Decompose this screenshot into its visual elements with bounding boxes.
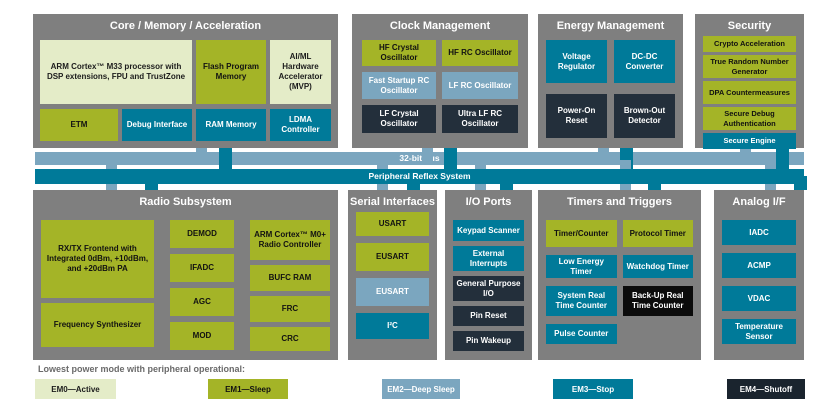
bus-connector [196,148,207,165]
section-energy-management: Energy Management Voltage Regulator DC-D… [538,14,683,148]
section-title-radio: Radio Subsystem [139,196,232,208]
block-pin-wakeup: Pin Wakeup [453,331,524,352]
legend-em0-active: EM0—Active [35,379,116,399]
section-title-security: Security [727,20,772,32]
timers-col-2: Protocol Timer Watchdog Timer Back-Up Re… [622,220,693,344]
legend-em4-shutoff: EM4—Shutoff [727,379,805,399]
section-clock-management: Clock Management HF Crystal Oscillator H… [352,14,528,148]
timers-columns: Timer/Counter Low Energy Timer System Re… [538,220,701,345]
section-title-timers: Timers and Triggers [567,196,672,208]
block-dpa-countermeasures: DPA Countermeasures [703,81,796,105]
block-secure-debug-authentication: Secure Debug Authentication [703,107,796,131]
block-arm-cortex-m33: ARM Cortex™ M33 processor with DSP exten… [40,40,192,105]
block-voltage-regulator: Voltage Regulator [546,40,607,84]
section-security: Security Crypto Acceleration True Random… [695,14,804,150]
block-low-energy-timer: Low Energy Timer [546,255,617,279]
section-core-memory-acceleration: Core / Memory / Acceleration ARM Cortex™… [33,14,338,148]
block-acmp: ACMP [722,253,796,279]
bus-connector [598,148,609,165]
energy-grid: Voltage Regulator DC-DC Converter Power-… [538,40,683,139]
legend-em3-stop: EM3—Stop [553,379,633,399]
legend-em1-sleep: EM1—Sleep [208,379,288,399]
block-system-real-time-counter: System Real Time Counter [546,286,617,317]
block-debug-interface: Debug Interface [122,109,192,142]
serial-stack: USART EUSART EUSART I²C [348,212,437,340]
bus-32bit-label: 32-bit bus [399,153,440,163]
block-lf-crystal-oscillator: LF Crystal Oscillator [362,105,436,134]
block-ifadc: IFADC [170,254,234,283]
block-hf-crystal-oscillator: HF Crystal Oscillator [362,40,436,67]
block-true-random-number-generator: True Random Number Generator [703,55,796,79]
security-stack: Crypto Acceleration True Random Number G… [695,36,804,150]
section-title-energy: Energy Management [556,20,665,32]
block-fast-startup-rc-oscillator: Fast Startup RC Oscillator [362,72,436,100]
block-crypto-acceleration: Crypto Acceleration [703,36,796,53]
clock-grid: HF Crystal Oscillator HF RC Oscillator F… [352,40,528,134]
block-secure-engine: Secure Engine [703,133,796,150]
radio-col-1: RX/TX Frontend with Integrated 0dBm, +10… [41,220,154,351]
timers-col-1: Timer/Counter Low Energy Timer System Re… [546,220,617,345]
block-temperature-sensor: Temperature Sensor [722,319,796,345]
block-power-on-reset: Power-On Reset [546,94,607,139]
block-lf-rc-oscillator: LF RC Oscillator [442,72,518,100]
legend-caption: Lowest power mode with peripheral operat… [38,364,246,374]
block-keypad-scanner: Keypad Scanner [453,220,524,242]
bus-connector [740,148,751,165]
block-pin-reset: Pin Reset [453,306,524,327]
section-radio-subsystem: Radio Subsystem RX/TX Frontend with Inte… [33,190,338,360]
bus-peripheral-reflex-system: Peripheral Reflex System [35,169,804,184]
block-general-purpose-io: General Purpose I/O [453,276,524,302]
block-crc: CRC [250,327,330,352]
legend-em2-deep-sleep: EM2—Deep Sleep [382,379,460,399]
block-frequency-synthesizer: Frequency Synthesizer [41,303,154,348]
section-title-clock: Clock Management [389,20,491,32]
block-external-interrupts: External Interrupts [453,246,524,272]
section-title-core: Core / Memory / Acceleration [109,20,262,32]
block-iadc: IADC [722,220,796,246]
block-timer-counter: Timer/Counter [546,220,617,248]
section-analog-if: Analog I/F IADC ACMP VDAC Temperature Se… [714,190,804,360]
radio-col-3: ARM Cortex™ M0+ Radio Controller BUFC RA… [250,220,330,352]
block-usart: USART [356,212,429,237]
section-title-analog: Analog I/F [732,196,786,208]
io-stack: Keypad Scanner External Interrupts Gener… [445,220,532,352]
block-backup-real-time-counter: Back-Up Real Time Counter [622,286,693,317]
block-vdac: VDAC [722,286,796,312]
block-agc: AGC [170,288,234,317]
block-etm: ETM [40,109,118,142]
block-flash-program-memory: Flash Program Memory [196,40,266,105]
section-io-ports: I/O Ports Keypad Scanner External Interr… [445,190,532,360]
block-arm-cortex-m0-radio-controller: ARM Cortex™ M0+ Radio Controller [250,220,330,261]
core-row-1: ARM Cortex™ M33 processor with DSP exten… [33,40,338,105]
bus-32bit: 32-bit bus [35,152,804,165]
block-rxtx-frontend: RX/TX Frontend with Integrated 0dBm, +10… [41,220,154,299]
section-serial-interfaces: Serial Interfaces USART EUSART EUSART I²… [348,190,437,360]
radio-columns: RX/TX Frontend with Integrated 0dBm, +10… [33,220,338,352]
bus-prs-label: Peripheral Reflex System [368,171,471,181]
section-timers-and-triggers: Timers and Triggers Timer/Counter Low En… [538,190,701,360]
block-ultra-lf-rc-oscillator: Ultra LF RC Oscillator [442,105,518,134]
section-title-serial: Serial Interfaces [350,196,435,208]
block-bufc-ram: BUFC RAM [250,265,330,292]
section-title-io: I/O Ports [465,196,512,208]
block-demod: DEMOD [170,220,234,249]
block-dcdc-converter: DC-DC Converter [614,40,675,84]
block-brown-out-detector: Brown-Out Detector [614,94,675,139]
block-eusart-1: EUSART [356,243,429,272]
block-protocol-timer: Protocol Timer [622,220,693,248]
core-row-2: ETM Debug Interface RAM Memory LDMA Cont… [33,109,338,142]
analog-stack: IADC ACMP VDAC Temperature Sensor [714,220,804,345]
radio-col-2: DEMOD IFADC AGC MOD [170,220,234,351]
block-eusart-2: EUSART [356,278,429,307]
block-ram-memory: RAM Memory [196,109,266,142]
bus-connector [422,148,433,165]
block-hf-rc-oscillator: HF RC Oscillator [442,40,518,67]
block-watchdog-timer: Watchdog Timer [622,255,693,279]
block-frc: FRC [250,296,330,323]
block-ldma-controller: LDMA Controller [270,109,331,142]
block-aiml-accelerator: AI/ML Hardware Accelerator (MVP) [270,40,331,105]
block-i2c: I²C [356,313,429,340]
block-mod: MOD [170,322,234,351]
block-pulse-counter: Pulse Counter [546,324,617,345]
